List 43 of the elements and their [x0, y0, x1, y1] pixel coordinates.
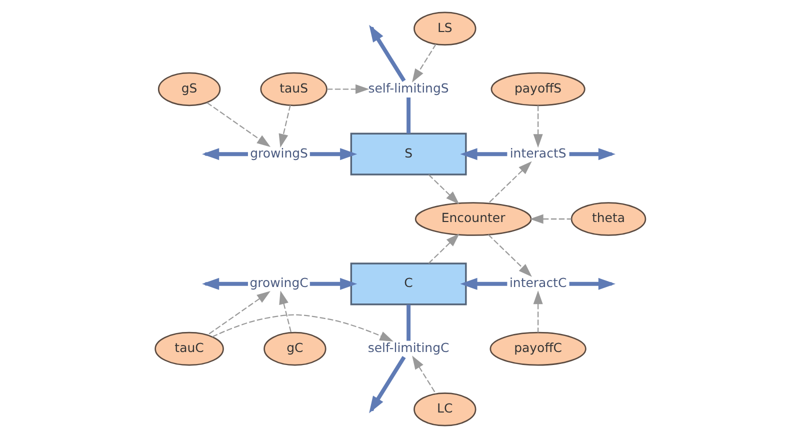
node-ellipse: Encounter	[414, 202, 532, 236]
arrow	[568, 278, 615, 290]
arrow	[532, 105, 542, 148]
arrow	[529, 214, 571, 224]
node-text: growingS	[250, 145, 308, 160]
node-ellipse: theta	[570, 202, 646, 236]
node-text: interactS	[509, 145, 566, 160]
node-ellipse: LC	[413, 392, 476, 426]
arrow	[460, 278, 507, 290]
arrow	[412, 44, 436, 82]
arrow	[206, 291, 270, 336]
node-ellipse: gC	[263, 332, 326, 366]
node-text: growingC	[249, 275, 308, 290]
arrow	[460, 148, 507, 160]
arrow	[532, 290, 542, 333]
node-text: self-limitingS	[368, 80, 448, 96]
arrow	[428, 174, 459, 204]
arrow	[278, 105, 290, 148]
arrow	[428, 233, 460, 264]
arrow	[202, 278, 248, 290]
node-text: self-limitingC	[367, 340, 449, 356]
node-ellipse: gS	[157, 72, 220, 106]
arrow	[309, 148, 357, 160]
node-ellipse: payoffS	[490, 72, 585, 106]
arrow	[568, 148, 615, 160]
node-text: interactC	[508, 275, 566, 290]
arrow	[202, 148, 248, 160]
arrow	[309, 278, 357, 290]
connector	[406, 97, 410, 134]
node-ellipse: LS	[413, 12, 476, 46]
connector	[406, 304, 410, 341]
node-ellipse: tauC	[154, 332, 224, 366]
arrow	[412, 356, 436, 394]
arrow	[211, 314, 393, 342]
node-ellipse: tauS	[260, 72, 327, 106]
node-box: S	[350, 132, 466, 176]
arrow	[206, 102, 270, 148]
node-ellipse: payoffC	[489, 332, 586, 366]
arrow	[278, 290, 292, 333]
arrow	[487, 234, 532, 277]
arrow	[488, 161, 532, 204]
arrow	[326, 84, 369, 94]
node-box: C	[350, 262, 466, 306]
